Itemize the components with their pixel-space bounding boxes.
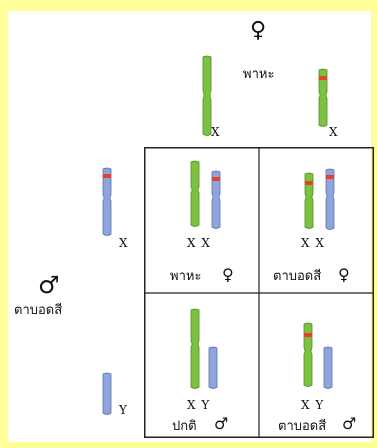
female-chrom1-label: X — [211, 126, 220, 138]
offspring3-y — [207, 346, 219, 390]
male-y-chromosome — [101, 372, 113, 416]
offspring2-x-colorblind — [323, 168, 337, 231]
offspring2-phenotype: ตาบอดสี — [273, 270, 321, 283]
offspring3-x-normal — [188, 308, 202, 390]
offspring4-genotype: X Y — [301, 399, 323, 411]
offspring3-male-symbol: ♂ — [214, 416, 228, 432]
offspring3-phenotype: ปกติ — [172, 420, 197, 433]
offspring3-genotype: X Y — [187, 399, 209, 411]
border-bottom — [0, 442, 377, 448]
border-top — [0, 0, 377, 11]
offspring4-male-symbol: ♂ — [342, 416, 356, 432]
punnett-grid — [144, 147, 374, 438]
offspring4-phenotype: ตาบอดสี — [278, 420, 326, 433]
male-chrom1-label: X — [119, 237, 128, 249]
offspring1-genotype: X X — [187, 237, 210, 249]
female-phenotype-label: พาหะ — [243, 68, 274, 81]
offspring1-x-normal — [188, 160, 202, 228]
female-symbol: ♀ — [250, 20, 266, 42]
offspring1-phenotype: พาหะ — [170, 270, 201, 283]
offspring1-x-colorblind — [209, 170, 223, 230]
male-symbol: ♂ — [38, 273, 60, 297]
male-chrom2-label: Y — [119, 404, 127, 416]
female-x-carrier-chromosome — [316, 68, 330, 128]
offspring1-female-symbol: ♀ — [222, 267, 234, 283]
male-phenotype-label: ตาบอดสี — [14, 304, 62, 317]
offspring2-female-symbol: ♀ — [338, 267, 350, 283]
offspring4-x-carrier — [301, 322, 315, 388]
offspring2-genotype: X X — [301, 237, 324, 249]
border-left — [0, 0, 8, 448]
offspring4-y — [322, 346, 334, 390]
female-chrom2-label: X — [329, 126, 338, 138]
offspring2-x-carrier — [302, 172, 316, 230]
male-x-colorblind-chromosome — [100, 167, 114, 237]
